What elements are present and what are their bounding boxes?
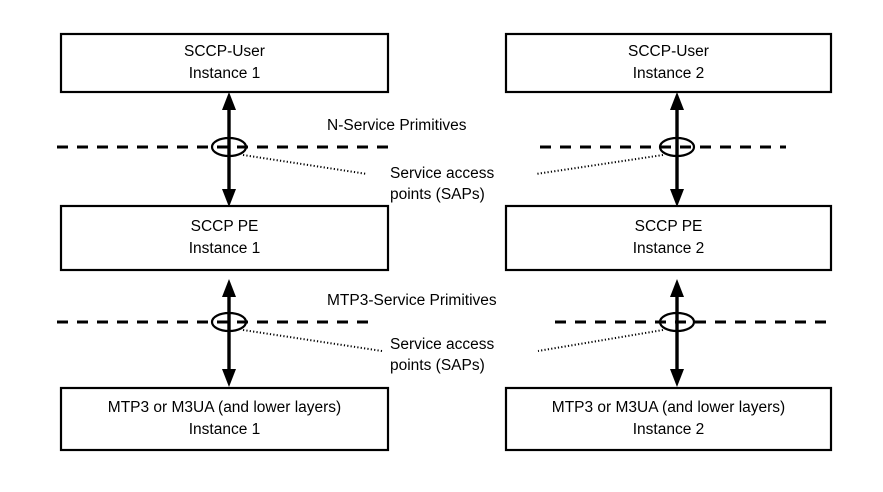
arrow-left-upper-head-up	[222, 92, 236, 110]
arrow-right-lower-head-down	[670, 369, 684, 387]
label-sap-upper-line1: Service access	[390, 165, 494, 182]
arrow-right-upper	[670, 92, 684, 207]
box-sccp-pe-1: SCCP PE Instance 1	[59, 204, 390, 272]
sap-ellipse-lower-right	[658, 311, 696, 333]
arrow-right-lower	[670, 279, 684, 387]
box-sccp-user-1: SCCP-User Instance 1	[59, 32, 390, 94]
sap-ellipse-upper-right	[658, 136, 696, 158]
label-n-service-primitives: N-Service Primitives	[327, 117, 467, 134]
box-mtp3-2-line1: MTP3 or M3UA (and lower layers)	[552, 399, 785, 416]
box-mtp3-1-line1: MTP3 or M3UA (and lower layers)	[108, 399, 341, 416]
box-sccp-pe-2-rect	[504, 204, 833, 272]
box-sccp-user-2-rect	[504, 32, 833, 94]
box-sccp-user-2-line2: Instance 2	[633, 65, 705, 82]
arrow-left-lower	[222, 279, 236, 387]
leader-line-lower-left	[242, 329, 383, 352]
arrow-right-upper-head-up	[670, 92, 684, 110]
label-sap-upper-line2: points (SAPs)	[390, 186, 485, 203]
arrow-left-upper	[222, 92, 236, 207]
box-sccp-user-1-rect	[59, 32, 390, 94]
box-sccp-pe-1-line2: Instance 1	[189, 240, 261, 257]
arrow-left-lower-head-down	[222, 369, 236, 387]
arrow-right-upper-head-down	[670, 189, 684, 207]
label-sap-lower-line1: Service access	[390, 336, 494, 353]
box-sccp-user-1-line2: Instance 1	[189, 65, 261, 82]
box-sccp-pe-2: SCCP PE Instance 2	[504, 204, 833, 272]
box-sccp-user-1-line1: SCCP-User	[184, 43, 265, 60]
box-mtp3-1-line2: Instance 1	[189, 421, 261, 438]
sap-ellipse-upper-left	[210, 136, 248, 158]
box-mtp3-2-rect	[504, 386, 833, 452]
box-mtp3-2: MTP3 or M3UA (and lower layers) Instance…	[504, 386, 833, 452]
leader-line-upper-right	[535, 154, 664, 175]
label-sap-lower-line2: points (SAPs)	[390, 357, 485, 374]
arrow-right-lower-head-up	[670, 279, 684, 297]
box-mtp3-1: MTP3 or M3UA (and lower layers) Instance…	[59, 386, 390, 452]
leader-line-lower-right	[537, 329, 664, 352]
box-sccp-user-2: SCCP-User Instance 2	[504, 32, 833, 94]
box-sccp-pe-2-line2: Instance 2	[633, 240, 705, 257]
box-mtp3-2-line2: Instance 2	[633, 421, 705, 438]
box-sccp-user-2-line1: SCCP-User	[628, 43, 709, 60]
arrow-left-lower-head-up	[222, 279, 236, 297]
box-sccp-pe-1-line1: SCCP PE	[191, 218, 259, 235]
box-sccp-pe-1-rect	[59, 204, 390, 272]
label-mtp3-service-primitives: MTP3-Service Primitives	[327, 292, 497, 309]
box-sccp-pe-2-line1: SCCP PE	[635, 218, 703, 235]
box-mtp3-1-rect	[59, 386, 390, 452]
leader-line-upper-left	[242, 154, 368, 175]
sap-ellipse-lower-left	[210, 311, 248, 333]
arrow-left-upper-head-down	[222, 189, 236, 207]
